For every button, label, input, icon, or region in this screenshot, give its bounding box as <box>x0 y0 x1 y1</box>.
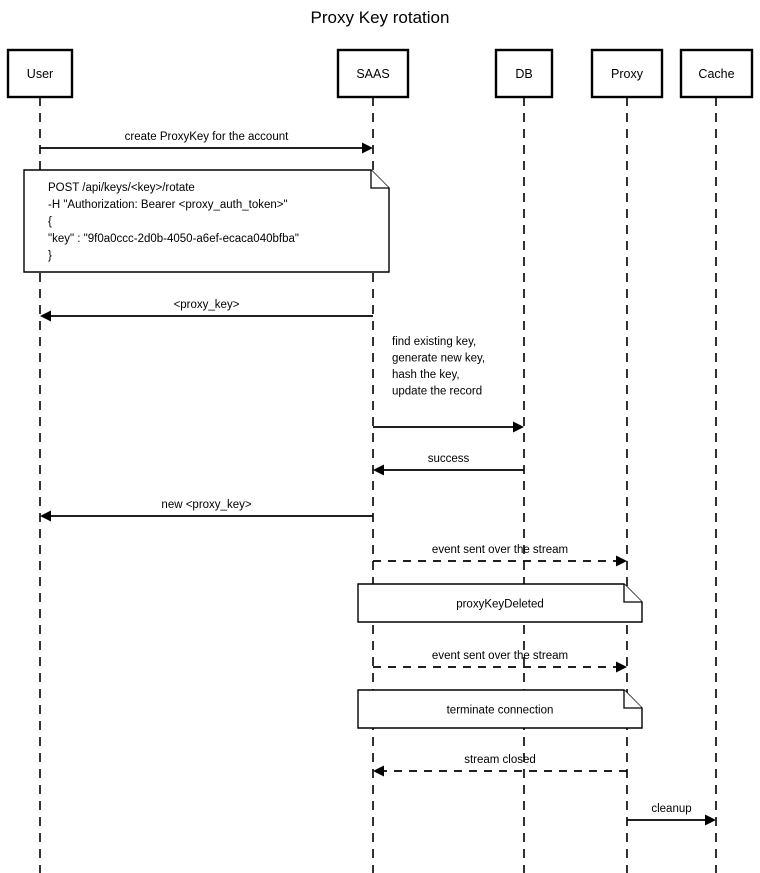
messages-layer: create ProxyKey for the account <proxy_ke… <box>40 131 716 826</box>
arrowhead-m3 <box>513 421 524 433</box>
message-label-m4: success <box>428 453 470 465</box>
note-body-request-note <box>23 169 390 273</box>
arrowhead-m1 <box>362 142 373 154</box>
message-m4: success <box>373 453 524 476</box>
participant-label-db: DB <box>515 67 532 81</box>
participant-label-cache: Cache <box>698 67 734 81</box>
message-m7: event sent over the stream <box>373 650 627 673</box>
note-terminate-connection-note: terminate connection <box>357 689 643 729</box>
participant-db[interactable]: DB <box>494 48 554 99</box>
participant-label-saas: SAAS <box>356 67 389 81</box>
note-line: POST /api/keys/<key>/rotate <box>48 182 195 194</box>
message-m6: event sent over the stream <box>373 544 627 567</box>
participants-layer: User SAAS DB Proxy Cache <box>6 48 754 99</box>
participant-box-proxy <box>590 48 664 99</box>
message-label-m6: event sent over the stream <box>432 544 568 556</box>
note-body-proxy-key-deleted-note <box>357 583 643 623</box>
note-line: proxyKeyDeleted <box>456 599 544 611</box>
note-fold-terminate-connection-note <box>623 690 642 709</box>
note-line: } <box>48 250 52 262</box>
participant-label-user: User <box>27 67 53 81</box>
note-line: "key" : "9f0a0ccc-2d0b-4050-a6ef-ecaca04… <box>48 233 299 245</box>
note-fold-proxy-key-deleted-note <box>623 584 642 603</box>
self-note-saas-processing-note: find existing key, generate new key, hash … <box>392 336 485 398</box>
note-body-terminate-connection-note <box>357 689 643 729</box>
note-line: terminate connection <box>447 705 554 717</box>
participant-user[interactable]: User <box>6 48 74 99</box>
participant-cache[interactable]: Cache <box>679 48 754 99</box>
message-m2: <proxy_key> <box>40 299 373 322</box>
message-m1: create ProxyKey for the account <box>40 131 373 154</box>
message-m8: stream closed <box>373 754 627 777</box>
arrowhead-m6 <box>616 555 627 567</box>
message-label-m2: <proxy_key> <box>174 299 240 311</box>
participant-box-cache <box>679 48 754 99</box>
message-label-m7: event sent over the stream <box>432 650 568 662</box>
arrowhead-m8 <box>373 765 384 777</box>
arrowhead-m4 <box>373 464 384 476</box>
arrowhead-m9 <box>705 814 716 826</box>
message-label-m1: create ProxyKey for the account <box>125 131 289 143</box>
participant-box-db <box>494 48 554 99</box>
message-m3 <box>373 421 524 433</box>
arrowhead-m7 <box>616 661 627 673</box>
note-line: { <box>48 216 52 228</box>
participant-proxy[interactable]: Proxy <box>590 48 664 99</box>
notes-layer: POST /api/keys/<key>/rotate -H "Authoriza… <box>23 169 643 729</box>
participant-label-proxy: Proxy <box>611 67 644 81</box>
note-fold-request-note <box>370 170 389 189</box>
message-label-m9: cleanup <box>651 803 691 815</box>
note-proxy-key-deleted-note: proxyKeyDeleted <box>357 583 643 623</box>
page-title: Proxy Key rotation <box>311 8 450 27</box>
participant-box-saas <box>336 48 410 99</box>
arrowhead-m2 <box>40 310 51 322</box>
message-m9: cleanup <box>627 803 716 826</box>
participant-box-user <box>6 48 74 99</box>
participant-saas[interactable]: SAAS <box>336 48 410 99</box>
self-note-line: find existing key, <box>392 336 476 348</box>
self-note-line: update the record <box>392 386 482 398</box>
note-line: -H "Authorization: Bearer <proxy_auth_to… <box>48 199 288 211</box>
message-label-m8: stream closed <box>464 754 536 766</box>
self-note-line: hash the key, <box>392 369 460 381</box>
note-request-note: POST /api/keys/<key>/rotate -H "Authoriza… <box>23 169 390 273</box>
message-m5: new <proxy_key> <box>40 499 373 522</box>
self-note-line: generate new key, <box>392 353 485 365</box>
message-label-m5: new <proxy_key> <box>161 499 251 511</box>
arrowhead-m5 <box>40 510 51 522</box>
